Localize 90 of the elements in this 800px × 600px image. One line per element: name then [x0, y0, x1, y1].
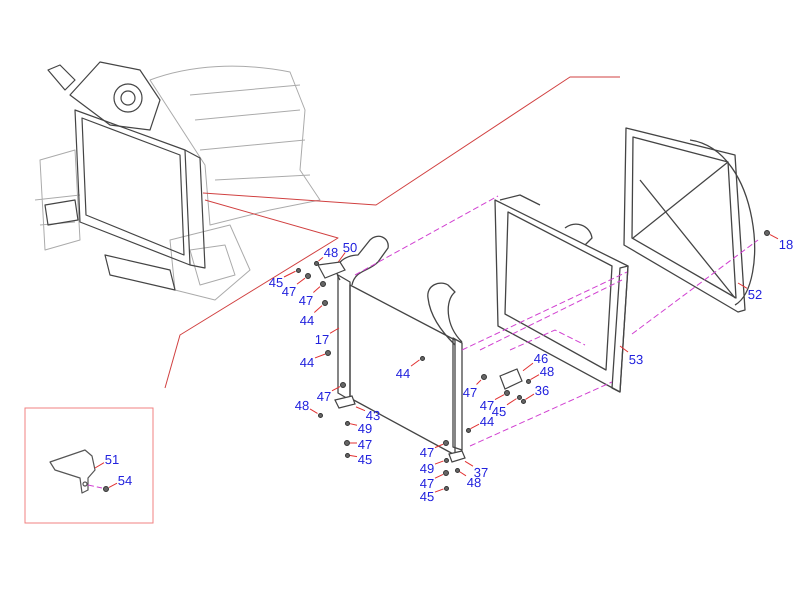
- leader-line: [314, 305, 322, 313]
- leader-line: [312, 286, 320, 293]
- bolt-icon: [320, 281, 326, 287]
- leader-line: [332, 386, 340, 392]
- bracket-drawing: [335, 396, 356, 409]
- callout-number: 37: [473, 464, 489, 478]
- leader-line: [476, 380, 482, 385]
- callout-number: 48: [323, 244, 339, 258]
- callout-number: 36: [534, 382, 550, 396]
- leader-line: [314, 354, 326, 358]
- leader-line: [434, 444, 444, 448]
- bolt-icon: [444, 458, 448, 462]
- leader-line: [464, 460, 474, 467]
- callout-number: 48: [294, 398, 310, 410]
- leader-line: [349, 454, 358, 458]
- leader-line: [310, 408, 318, 414]
- leader-line: [522, 362, 534, 372]
- bolt-icon: [305, 273, 311, 279]
- callout-number: 51: [104, 452, 120, 464]
- bolt-icon: [444, 486, 448, 490]
- bracket-drawing: [449, 451, 465, 462]
- leader-line: [620, 346, 628, 352]
- leader-line: [494, 394, 504, 400]
- leader-line: [506, 398, 517, 406]
- callout-number: 47: [462, 384, 478, 398]
- bolt-icon: [322, 300, 328, 306]
- bolt-icon: [344, 452, 350, 458]
- bolt-icon: [764, 230, 770, 236]
- callout-number: 18: [778, 236, 794, 250]
- leader-line: [356, 406, 366, 412]
- leader-line: [338, 252, 346, 262]
- callout-number: 47: [357, 436, 373, 450]
- callout-number: 48: [539, 364, 555, 376]
- leader-line: [108, 482, 118, 488]
- bolt-icon: [504, 390, 510, 396]
- bolt-icon: [420, 356, 424, 360]
- leader-line: [434, 488, 444, 493]
- callout-number: 45: [268, 274, 284, 288]
- leader-line: [470, 424, 480, 430]
- callout-number: 44: [299, 312, 315, 326]
- callout-number: 47: [298, 292, 314, 306]
- callout-number: 44: [299, 354, 315, 368]
- callout-number: 49: [357, 420, 373, 434]
- leader-line: [459, 471, 466, 476]
- bolt-icon: [520, 398, 526, 404]
- callout-number: 44: [395, 366, 411, 378]
- leader-line: [530, 374, 540, 380]
- leader-line: [434, 474, 444, 479]
- leader-line: [349, 423, 358, 426]
- bolt-icon: [296, 268, 300, 272]
- callout-number: 54: [117, 472, 133, 486]
- callout-number: 45: [419, 488, 435, 502]
- leader-line: [330, 328, 340, 334]
- callout-number: 47: [419, 476, 435, 488]
- bolt-icon: [318, 412, 322, 418]
- callout-number: 44: [479, 414, 495, 426]
- bolt-icon: [481, 374, 487, 380]
- bolt-icon: [344, 440, 350, 446]
- leader-line: [434, 460, 444, 465]
- callout-number: 45: [357, 452, 373, 464]
- callout-number: 47: [316, 388, 332, 402]
- bolt-icon: [466, 428, 470, 432]
- bolt-icon: [454, 468, 460, 472]
- bolt-icon: [103, 486, 109, 492]
- callout-number: 47: [419, 444, 435, 458]
- leader-line: [525, 394, 534, 400]
- leader-line: [350, 442, 358, 444]
- bracket-drawing: [500, 369, 523, 390]
- callout-number: 52: [747, 286, 763, 300]
- leader-line: [770, 234, 778, 240]
- leader-line: [94, 462, 104, 468]
- bolt-icon: [325, 350, 331, 356]
- leader-line: [738, 282, 748, 289]
- callout-number: 50: [342, 240, 358, 252]
- callout-number: 49: [419, 460, 435, 474]
- bolt-icon: [443, 470, 449, 476]
- bracket-drawing: [318, 262, 346, 279]
- bolt-icon: [516, 394, 522, 400]
- leader-line: [410, 359, 420, 367]
- callout-number: 43: [365, 408, 381, 420]
- leader-line: [318, 256, 324, 262]
- bolt-icon: [344, 420, 350, 426]
- callout-number: 17: [314, 332, 330, 344]
- leader-line: [284, 270, 296, 278]
- callout-number: 46: [533, 350, 549, 364]
- callout-number: 53: [628, 352, 644, 364]
- bolt-icon: [443, 440, 449, 446]
- bolt-icon: [526, 378, 530, 384]
- bolt-icon: [340, 382, 346, 388]
- leader-line: [296, 278, 306, 285]
